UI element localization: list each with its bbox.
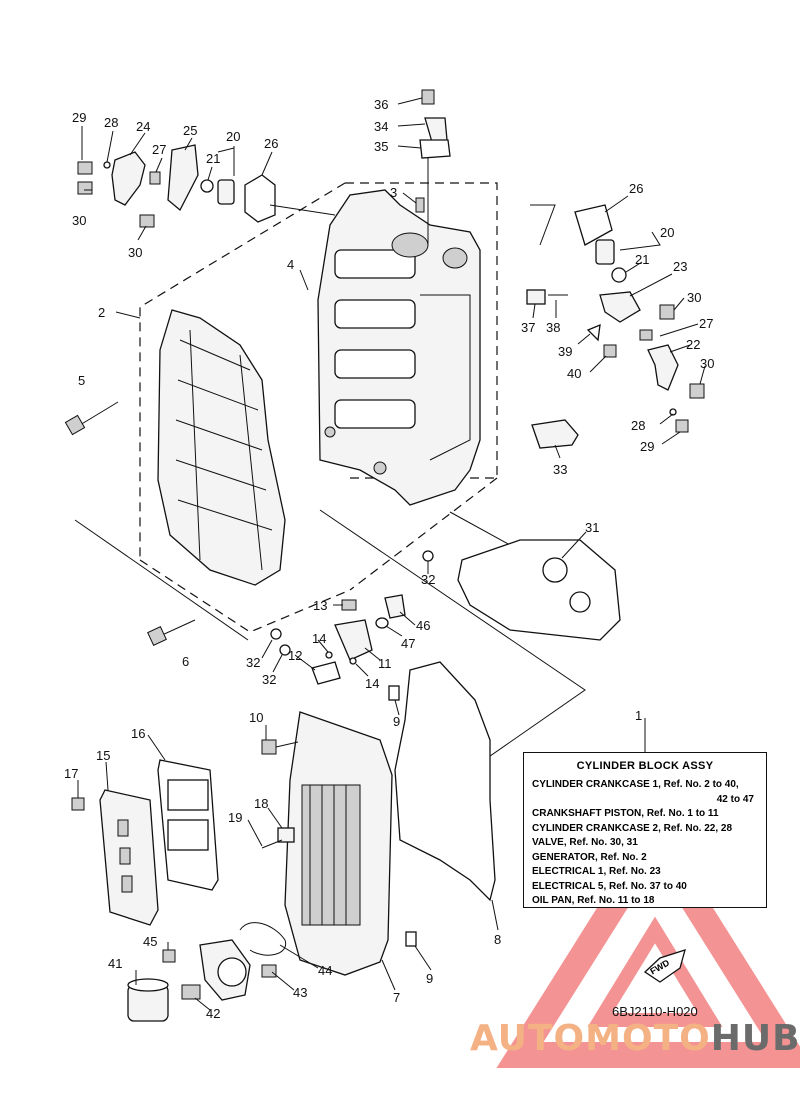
legend-line: ELECTRICAL 1, Ref. No. 23 xyxy=(532,866,661,877)
callout-21: 21 xyxy=(206,151,220,166)
callout-46: 46 xyxy=(416,618,430,633)
callout-16: 16 xyxy=(131,726,145,741)
callout-5: 5 xyxy=(78,373,85,388)
watermark-part2: HUB xyxy=(710,1018,800,1059)
callout-26: 26 xyxy=(629,181,643,196)
callout-40: 40 xyxy=(567,366,581,381)
callout-37: 37 xyxy=(521,320,535,335)
cover-plate-15 xyxy=(71,789,159,926)
callout-10: 10 xyxy=(249,710,263,725)
callout-20: 20 xyxy=(226,129,240,144)
watermark-part1: AUTOMOTO xyxy=(470,1018,711,1059)
callout-9: 9 xyxy=(393,714,400,729)
callout-11: 11 xyxy=(378,656,392,671)
oil-strainer-group xyxy=(270,550,434,685)
callout-14: 14 xyxy=(365,676,379,691)
callout-29: 29 xyxy=(72,110,86,125)
legend-line: OIL PAN, Ref. No. 11 to 18 xyxy=(532,895,655,906)
callout-8: 8 xyxy=(494,932,501,947)
leader-lines xyxy=(77,97,706,1011)
callout-30: 30 xyxy=(72,213,86,228)
callout-12: 12 xyxy=(288,648,302,663)
callout-33: 33 xyxy=(553,462,567,477)
oil-pan xyxy=(261,711,393,976)
legend-line: CRANKSHAFT PISTON, Ref. No. 1 to 11 xyxy=(532,808,719,819)
callout-28: 28 xyxy=(104,115,118,130)
callout-23: 23 xyxy=(673,259,687,274)
sensor-bracket-group xyxy=(415,89,451,245)
callout-17: 17 xyxy=(64,766,78,781)
callout-31: 31 xyxy=(585,520,599,535)
callout-38: 38 xyxy=(546,320,560,335)
callout-labels: 36 34 35 3 29 28 24 25 27 20 21 26 30 30… xyxy=(64,97,714,1021)
drawing-code: 6BJ2110-H020 xyxy=(612,1004,698,1019)
legend-line: CYLINDER CRANKCASE 1, Ref. No. 2 to 40, xyxy=(532,779,739,790)
callout-34: 34 xyxy=(374,119,388,134)
legend-line: 42 to 47 xyxy=(716,793,754,805)
assembly-legend: CYLINDER BLOCK ASSY CYLINDER CRANKCASE 1… xyxy=(523,752,767,908)
crankcase-left-housing xyxy=(157,309,286,586)
callout-18: 18 xyxy=(254,796,268,811)
callout-6: 6 xyxy=(182,654,189,669)
callout-32: 32 xyxy=(262,672,276,687)
callout-19: 19 xyxy=(228,810,242,825)
callout-28: 28 xyxy=(631,418,645,433)
legend-line: CYLINDER CRANKCASE 2, Ref. No. 22, 28 xyxy=(532,822,733,834)
callout-30: 30 xyxy=(700,356,714,371)
cylinder-crankcase-block xyxy=(317,189,481,506)
callout-1: 1 xyxy=(635,708,642,723)
oil-pan-gasket xyxy=(394,661,496,902)
callout-43: 43 xyxy=(293,985,307,1000)
callout-4: 4 xyxy=(287,257,294,272)
watermark-triangle xyxy=(496,815,800,1068)
callout-32: 32 xyxy=(421,572,435,587)
callout-21: 21 xyxy=(635,252,649,267)
callout-30: 30 xyxy=(128,245,142,260)
callout-2: 2 xyxy=(98,305,105,320)
legend-title: CYLINDER BLOCK ASSY xyxy=(576,760,714,772)
bolt-6 xyxy=(147,619,196,646)
callout-26: 26 xyxy=(264,136,278,151)
callout-7: 7 xyxy=(393,990,400,1005)
gasket-31 xyxy=(457,539,621,641)
callout-14: 14 xyxy=(312,631,326,646)
callout-47: 47 xyxy=(401,636,415,651)
callout-45: 45 xyxy=(143,934,157,949)
callout-42: 42 xyxy=(206,1006,220,1021)
callout-15: 15 xyxy=(96,748,110,763)
legend-line: ELECTRICAL 5, Ref. No. 37 to 40 xyxy=(532,880,687,892)
callout-20: 20 xyxy=(660,225,674,240)
gasket-16 xyxy=(157,759,219,891)
callout-27: 27 xyxy=(699,316,713,331)
dashed-boundaries xyxy=(74,182,586,771)
callout-44: 44 xyxy=(318,963,332,978)
callout-27: 27 xyxy=(152,142,166,157)
callout-3: 3 xyxy=(390,185,397,200)
callout-36: 36 xyxy=(374,97,388,112)
callout-32: 32 xyxy=(246,655,260,670)
thermostat-housing-group-left xyxy=(77,144,276,228)
callout-29: 29 xyxy=(640,439,654,454)
callout-24: 24 xyxy=(136,119,150,134)
callout-30: 30 xyxy=(687,290,701,305)
dowel-pins xyxy=(388,685,417,947)
watermark-text: AUTOMOTOHUB xyxy=(470,1018,800,1059)
callout-25: 25 xyxy=(183,123,197,138)
callout-39: 39 xyxy=(558,344,572,359)
oil-filter-group xyxy=(127,922,287,1022)
callout-41: 41 xyxy=(108,956,122,971)
callout-9: 9 xyxy=(426,971,433,986)
legend-line: VALVE, Ref. No. 30, 31 xyxy=(532,837,638,848)
callout-35: 35 xyxy=(374,139,388,154)
bolt-5 xyxy=(64,401,119,436)
legend-line: GENERATOR, Ref. No. 2 xyxy=(532,851,647,863)
callout-22: 22 xyxy=(686,337,700,352)
thermostat-housing-group-right xyxy=(526,204,705,449)
callout-13: 13 xyxy=(313,598,327,613)
